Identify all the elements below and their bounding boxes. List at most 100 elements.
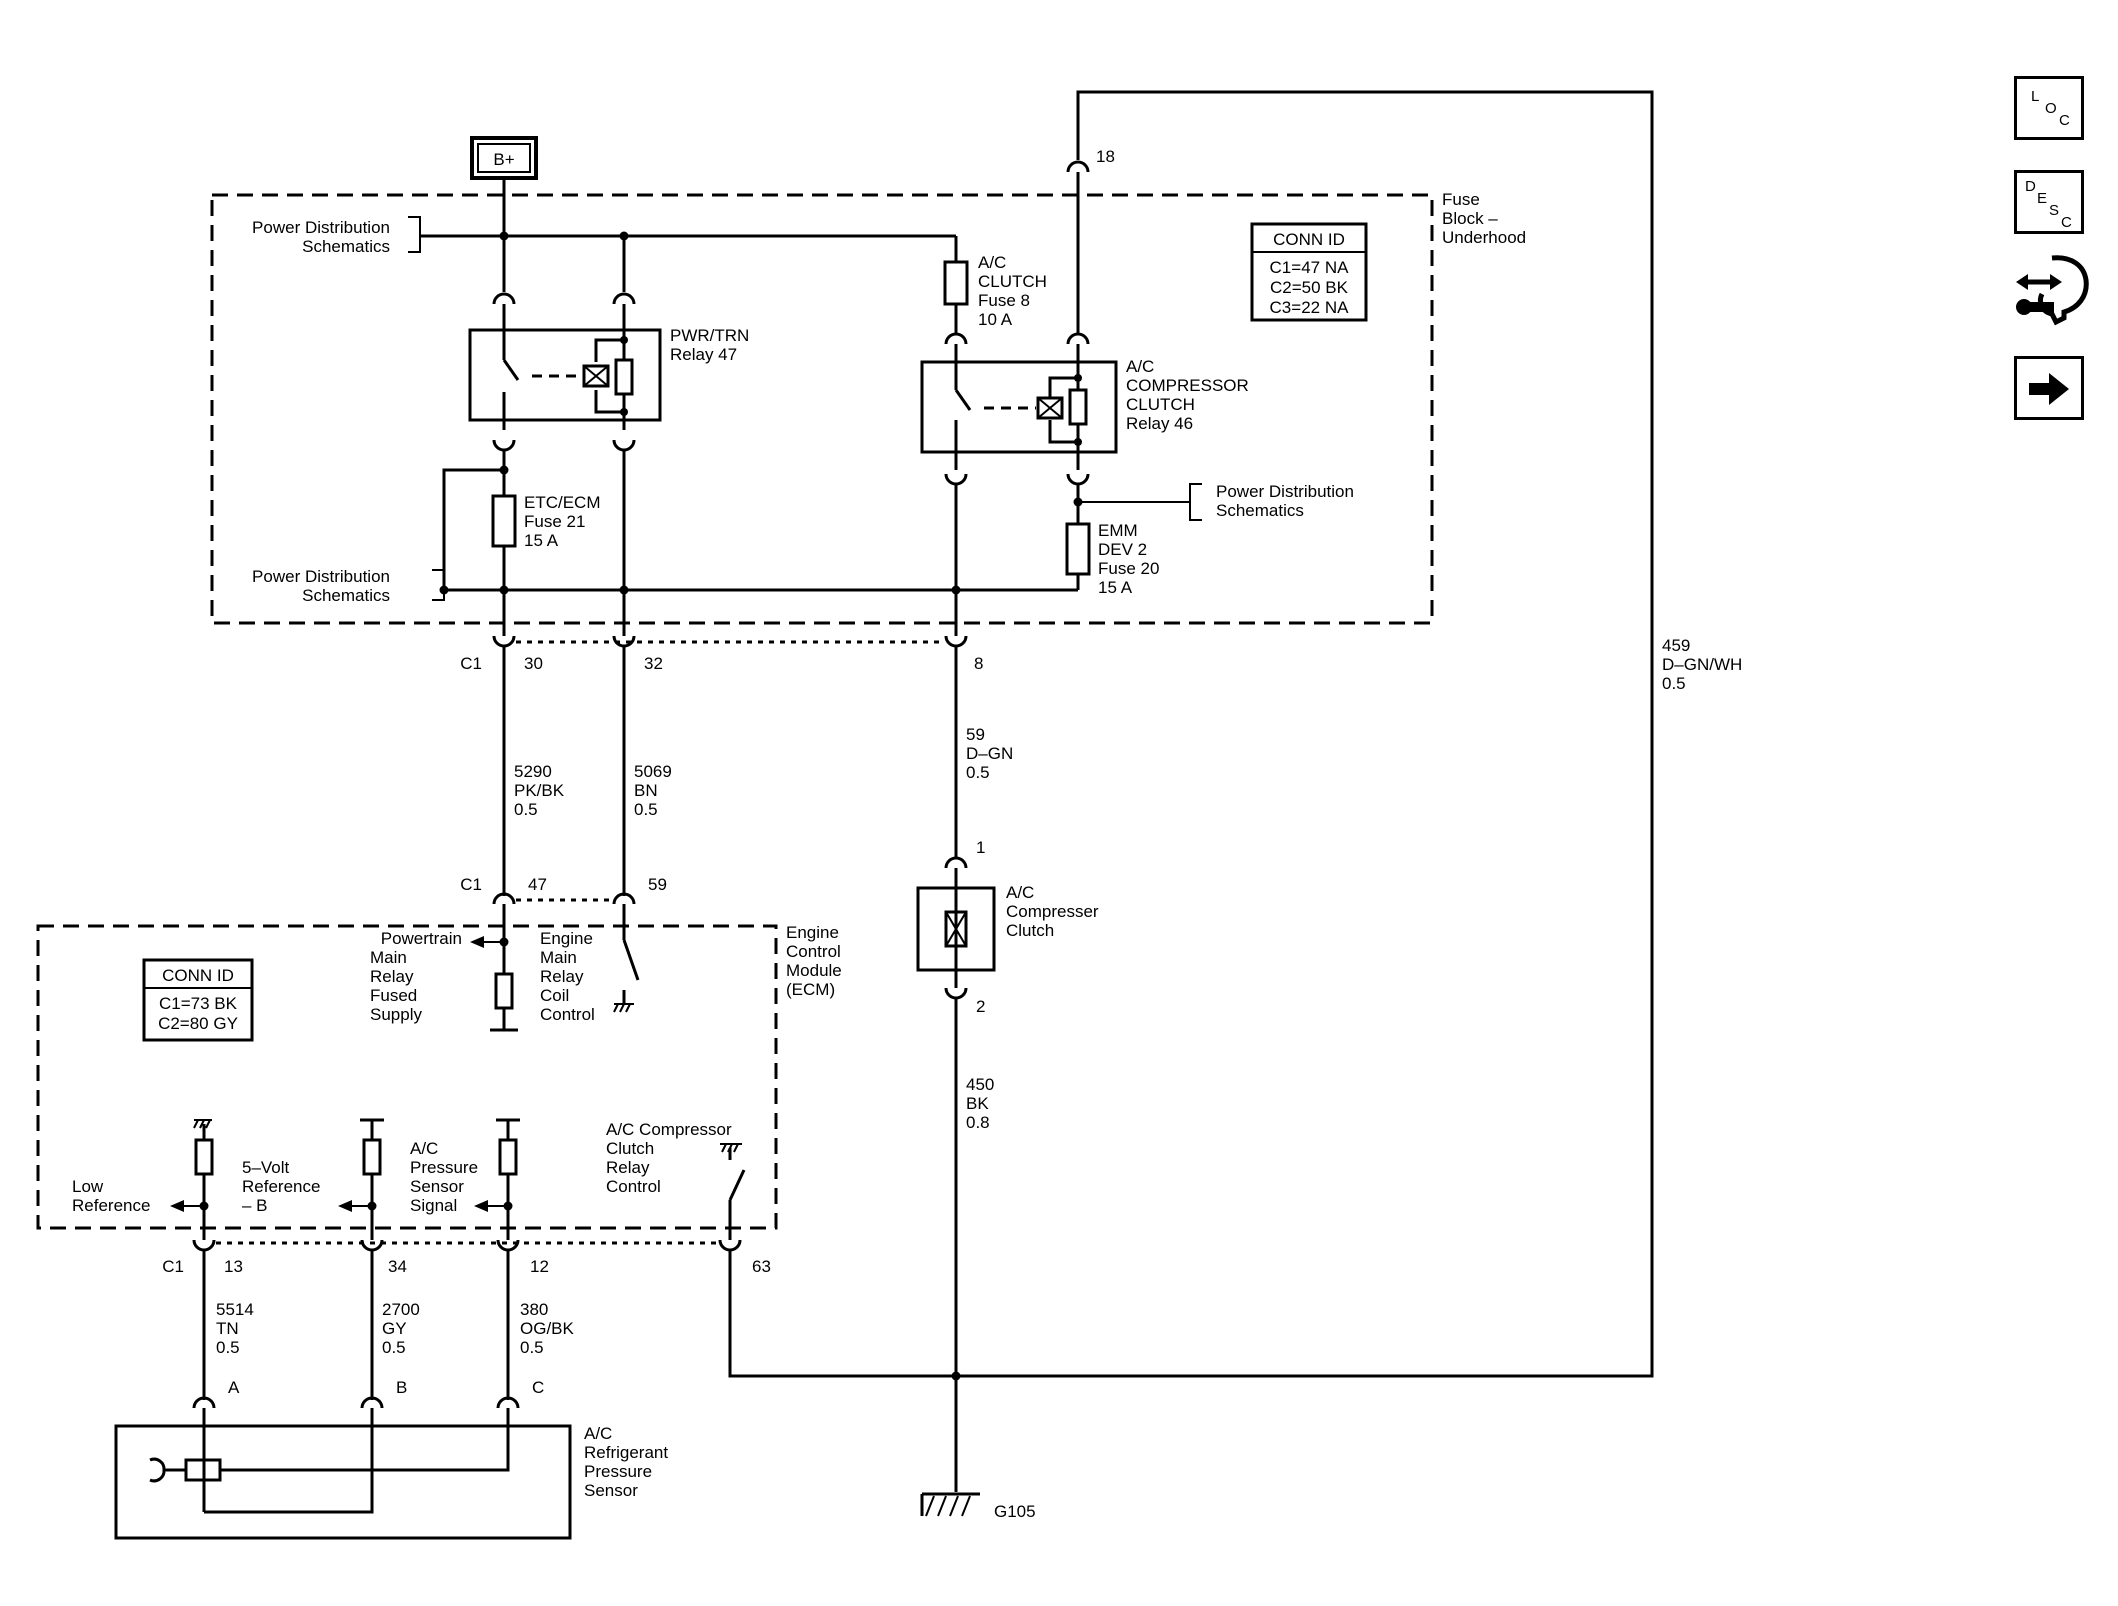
svg-text:47: 47 bbox=[528, 875, 547, 894]
svg-text:18: 18 bbox=[1096, 147, 1115, 166]
fuse-block-boundary bbox=[210, 193, 1434, 625]
conn-id-fuse-block: CONN ID C1=47 NA C2=50 BK C3=22 NA bbox=[1250, 222, 1368, 322]
svg-text:C1=73 BK: C1=73 BK bbox=[159, 994, 238, 1013]
ac-clutch-fuse-8 bbox=[943, 260, 969, 306]
svg-text:Main: Main bbox=[540, 948, 577, 967]
svg-text:(ECM): (ECM) bbox=[786, 980, 835, 999]
svg-text:Fuse 20: Fuse 20 bbox=[1098, 559, 1159, 578]
svg-text:Relay 46: Relay 46 bbox=[1126, 414, 1193, 433]
svg-text:C1: C1 bbox=[162, 1257, 184, 1276]
svg-text:Supply: Supply bbox=[370, 1005, 422, 1024]
svg-text:12: 12 bbox=[530, 1257, 549, 1276]
svg-text:10 A: 10 A bbox=[978, 310, 1013, 329]
svg-text:Schematics: Schematics bbox=[1216, 501, 1304, 520]
svg-text:Fuse 8: Fuse 8 bbox=[978, 291, 1030, 310]
svg-text:G105: G105 bbox=[994, 1502, 1036, 1521]
svg-text:5290: 5290 bbox=[514, 762, 552, 781]
svg-text:C2=50 BK: C2=50 BK bbox=[1270, 278, 1349, 297]
svg-text:Relay 47: Relay 47 bbox=[670, 345, 737, 364]
svg-text:5514: 5514 bbox=[216, 1300, 254, 1319]
battery-positive-terminal: B+ bbox=[470, 136, 538, 180]
svg-text:63: 63 bbox=[752, 1257, 771, 1276]
svg-text:Pressure: Pressure bbox=[584, 1462, 652, 1481]
svg-text:A/C: A/C bbox=[584, 1424, 612, 1443]
svg-text:A/C Compressor: A/C Compressor bbox=[606, 1120, 732, 1139]
svg-text:C1: C1 bbox=[460, 654, 482, 673]
description-icon: D E S C bbox=[2025, 178, 2072, 231]
svg-text:Engine: Engine bbox=[786, 923, 839, 942]
svg-text:D–GN: D–GN bbox=[966, 744, 1013, 763]
svg-text:B: B bbox=[396, 1378, 407, 1397]
svg-text:450: 450 bbox=[966, 1075, 994, 1094]
svg-text:Control: Control bbox=[606, 1177, 661, 1196]
svg-text:34: 34 bbox=[388, 1257, 407, 1276]
svg-text:CLUTCH: CLUTCH bbox=[1126, 395, 1195, 414]
svg-text:Module: Module bbox=[786, 961, 842, 980]
ac-refrigerant-pressure-sensor bbox=[114, 1408, 572, 1540]
next-page-button[interactable] bbox=[2014, 356, 2084, 420]
svg-text:Control: Control bbox=[786, 942, 841, 961]
svg-text:0.5: 0.5 bbox=[382, 1338, 406, 1357]
svg-text:DEV 2: DEV 2 bbox=[1098, 540, 1147, 559]
svg-text:459: 459 bbox=[1662, 636, 1690, 655]
svg-text:A: A bbox=[228, 1378, 240, 1397]
svg-text:Block –: Block – bbox=[1442, 209, 1498, 228]
svg-text:0.5: 0.5 bbox=[216, 1338, 240, 1357]
svg-text:15 A: 15 A bbox=[1098, 578, 1133, 597]
svg-text:Clutch: Clutch bbox=[1006, 921, 1054, 940]
ecm-boundary bbox=[36, 924, 778, 1230]
svg-text:C: C bbox=[532, 1378, 544, 1397]
svg-text:5069: 5069 bbox=[634, 762, 672, 781]
power-distribution-ref-top: Power Distribution bbox=[252, 218, 390, 237]
svg-text:0.5: 0.5 bbox=[514, 800, 538, 819]
svg-text:15 A: 15 A bbox=[524, 531, 559, 550]
svg-text:L: L bbox=[2031, 88, 2039, 105]
svg-text:O: O bbox=[2045, 100, 2057, 117]
svg-text:S: S bbox=[2049, 202, 2059, 219]
svg-text:C2=80 GY: C2=80 GY bbox=[158, 1014, 238, 1033]
svg-text:CLUTCH: CLUTCH bbox=[978, 272, 1047, 291]
ac-compressor-clutch bbox=[916, 868, 996, 988]
svg-text:A/C: A/C bbox=[410, 1139, 438, 1158]
svg-text:Main: Main bbox=[370, 948, 407, 967]
svg-text:Fused: Fused bbox=[370, 986, 417, 1005]
svg-text:Fuse 21: Fuse 21 bbox=[524, 512, 585, 531]
svg-text:1: 1 bbox=[976, 838, 985, 857]
svg-text:A/C: A/C bbox=[1126, 357, 1154, 376]
svg-text:Clutch: Clutch bbox=[606, 1139, 654, 1158]
svg-text:Reference: Reference bbox=[242, 1177, 320, 1196]
svg-text:TN: TN bbox=[216, 1319, 239, 1338]
svg-text:B+: B+ bbox=[493, 150, 514, 169]
svg-text:Low: Low bbox=[72, 1177, 104, 1196]
svg-text:2700: 2700 bbox=[382, 1300, 420, 1319]
description-button[interactable]: D E S C bbox=[2014, 170, 2084, 234]
svg-text:Powertrain: Powertrain bbox=[381, 929, 462, 948]
svg-text:32: 32 bbox=[644, 654, 663, 673]
svg-text:Control: Control bbox=[540, 1005, 595, 1024]
fuse-block-label: Fuse bbox=[1442, 190, 1480, 209]
location-button[interactable]: L O C bbox=[2014, 76, 2084, 140]
svg-text:Refrigerant: Refrigerant bbox=[584, 1443, 668, 1462]
svg-text:5–Volt: 5–Volt bbox=[242, 1158, 290, 1177]
ground-g105 bbox=[920, 1492, 980, 1517]
connector-tools-icon bbox=[2016, 255, 2089, 326]
power-distribution-ref-right: Power Distribution bbox=[1216, 482, 1354, 501]
svg-text:30: 30 bbox=[524, 654, 543, 673]
svg-text:C: C bbox=[2061, 214, 2072, 231]
svg-text:0.8: 0.8 bbox=[966, 1113, 990, 1132]
svg-text:BN: BN bbox=[634, 781, 658, 800]
svg-text:OG/BK: OG/BK bbox=[520, 1319, 575, 1338]
svg-text:Schematics: Schematics bbox=[302, 237, 390, 256]
svg-text:0.5: 0.5 bbox=[520, 1338, 544, 1357]
svg-text:Relay: Relay bbox=[606, 1158, 650, 1177]
svg-text:Engine: Engine bbox=[540, 929, 593, 948]
svg-text:0.5: 0.5 bbox=[1662, 674, 1686, 693]
svg-text:59: 59 bbox=[966, 725, 985, 744]
svg-text:Relay: Relay bbox=[540, 967, 584, 986]
connector-tools-button[interactable] bbox=[2012, 252, 2092, 332]
svg-text:8: 8 bbox=[974, 654, 983, 673]
svg-text:COMPRESSOR: COMPRESSOR bbox=[1126, 376, 1249, 395]
svg-text:C1=47 NA: C1=47 NA bbox=[1270, 258, 1350, 277]
svg-text:Relay: Relay bbox=[370, 967, 414, 986]
